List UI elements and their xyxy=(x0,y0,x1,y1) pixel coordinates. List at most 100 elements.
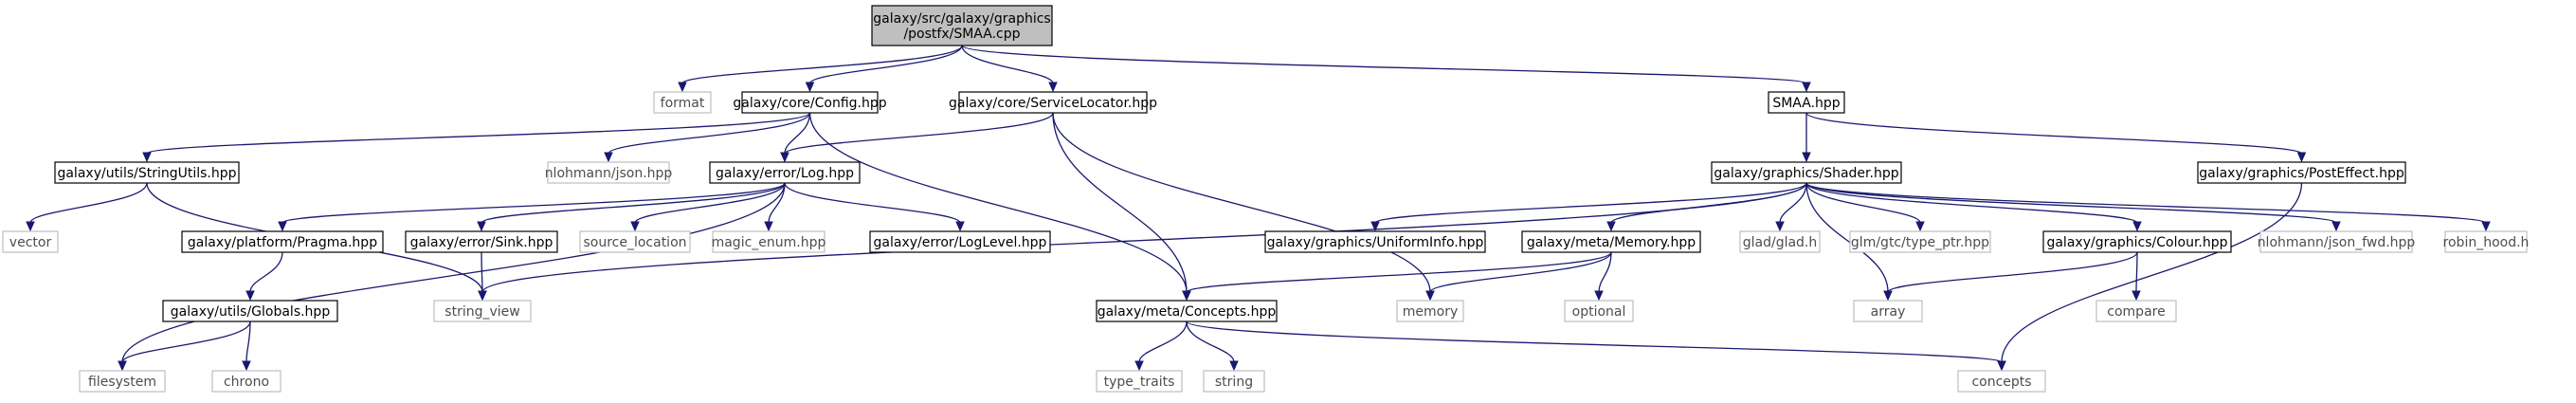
node-config[interactable]: galaxy/core/Config.hpp xyxy=(733,91,887,114)
edge-log-to-source_location xyxy=(630,182,786,232)
node-box xyxy=(1203,370,1265,393)
node-optional: optional xyxy=(1564,300,1634,322)
edge-memory_hpp-to-memory xyxy=(1425,251,1612,302)
node-log[interactable]: galaxy/error/Log.hpp xyxy=(709,161,861,184)
node-sink[interactable]: galaxy/error/Sink.hpp xyxy=(405,230,558,253)
edge-arrowhead xyxy=(2296,152,2307,163)
node-log-level[interactable]: galaxy/error/LogLevel.hpp xyxy=(869,230,1051,253)
node-label: galaxy/error/Log.hpp xyxy=(716,166,854,181)
edge-arrowhead xyxy=(478,290,487,302)
node-box xyxy=(79,370,166,393)
node-globals[interactable]: galaxy/utils/Globals.hpp xyxy=(162,300,338,322)
node-box xyxy=(2042,230,2232,253)
edge-arrowhead xyxy=(245,290,255,302)
edge-line xyxy=(768,182,786,224)
edge-colour-to-array xyxy=(1883,251,2138,302)
node-memory-hpp[interactable]: galaxy/meta/Memory.hpp xyxy=(1521,230,1701,253)
node-smaa-hpp[interactable]: SMAA.hpp xyxy=(1768,91,1845,114)
node-box xyxy=(433,300,532,322)
node-post-effect[interactable]: galaxy/graphics/PostEffect.hpp xyxy=(2197,161,2406,184)
edge-line xyxy=(808,112,1188,293)
edge-arrowhead xyxy=(1775,221,1785,232)
edge-arrowhead xyxy=(1134,360,1144,372)
edge-arrowhead xyxy=(1594,290,1604,302)
node-box xyxy=(2259,230,2413,253)
node-nlohmann-json: nlohmann/json.hpp xyxy=(545,161,672,184)
edge-arrowhead xyxy=(118,360,127,372)
edge-log-to-sink xyxy=(477,182,786,232)
edge-line xyxy=(1779,182,1807,224)
node-box xyxy=(547,161,670,184)
node-concepts-hpp[interactable]: galaxy/meta/Concepts.hpp xyxy=(1096,300,1278,322)
edge-line xyxy=(961,45,1807,84)
node-box xyxy=(1711,161,1902,184)
node-pragma[interactable]: galaxy/platform/Pragma.hpp xyxy=(181,230,384,253)
node-box xyxy=(1853,300,1923,322)
node-box xyxy=(181,230,384,253)
edge-line xyxy=(29,182,148,224)
node-box xyxy=(2444,230,2528,253)
edge-line xyxy=(1138,321,1188,363)
node-smaa-cpp[interactable]: galaxy/src/galaxy/graphics/postfx/SMAA.c… xyxy=(871,5,1053,46)
edge-memory_hpp-to-concepts_hpp xyxy=(1182,251,1612,302)
edge-arrowhead xyxy=(142,152,152,163)
node-service-locator[interactable]: galaxy/core/ServiceLocator.hpp xyxy=(949,91,1157,114)
node-label: galaxy/meta/Memory.hpp xyxy=(1527,235,1696,250)
edge-arrowhead xyxy=(630,221,640,232)
edge-line xyxy=(1429,251,1612,293)
node-robin-hood: robin_hood.h xyxy=(2443,230,2529,253)
edge-line xyxy=(121,321,251,363)
node-string-utils[interactable]: galaxy/utils/StringUtils.hpp xyxy=(54,161,240,184)
edge-line xyxy=(281,182,786,224)
edge-globals-to-filesystem xyxy=(118,321,251,372)
edge-line xyxy=(245,321,251,363)
node-uniform-info[interactable]: galaxy/graphics/UniformInfo.hpp xyxy=(1264,230,1486,253)
edge-line xyxy=(634,182,786,224)
edge-arrowhead xyxy=(678,82,687,93)
edge-smaa_cpp-to-format xyxy=(678,45,963,93)
edge-config-to-string_utils xyxy=(142,112,811,163)
node-string-view: string_view xyxy=(433,300,532,322)
node-json-fwd: nlohmann/json_fwd.hpp xyxy=(2258,230,2415,253)
node-box xyxy=(211,370,281,393)
edge-line xyxy=(681,45,963,84)
node-label: galaxy/core/Config.hpp xyxy=(733,96,886,111)
node-colour[interactable]: galaxy/graphics/Colour.hpp xyxy=(2042,230,2232,253)
node-box xyxy=(1396,300,1464,322)
edge-arrowhead xyxy=(780,152,789,163)
node-label: string_view xyxy=(444,304,519,320)
edge-line xyxy=(1052,112,1188,293)
node-label: type_traits xyxy=(1104,375,1175,390)
edge-globals-to-chrono xyxy=(242,321,251,372)
node-label: format xyxy=(661,96,705,111)
node-box xyxy=(1957,370,2046,393)
edge-line xyxy=(1805,182,1921,224)
edge-arrowhead xyxy=(604,152,613,163)
node-label: filesystem xyxy=(88,375,156,390)
edge-arrowhead xyxy=(1370,221,1380,232)
edge-arrowhead xyxy=(278,221,287,232)
node-box xyxy=(162,300,338,322)
node-box xyxy=(1739,230,1821,253)
edge-line xyxy=(1374,182,1807,224)
node-label: chrono xyxy=(224,375,269,390)
node-label: galaxy/graphics/PostEffect.hpp xyxy=(2199,166,2404,181)
edge-line xyxy=(1186,321,2003,363)
node-format: format xyxy=(653,91,712,114)
edge-shader-to-colour xyxy=(1805,182,2142,232)
node-string: string xyxy=(1203,370,1265,393)
node-label: galaxy/graphics/Shader.hpp xyxy=(1714,166,1898,181)
node-label: compare xyxy=(2107,304,2165,320)
node-shader[interactable]: galaxy/graphics/Shader.hpp xyxy=(1711,161,1902,184)
node-label: array xyxy=(1871,304,1906,320)
edge-arrowhead xyxy=(1915,221,1925,232)
edge-log-to-pragma xyxy=(278,182,786,232)
edge-concepts_hpp-to-string xyxy=(1186,321,1239,372)
node-label: galaxy/graphics/UniformInfo.hpp xyxy=(1267,235,1484,250)
edge-arrowhead xyxy=(26,221,35,232)
node-box xyxy=(405,230,558,253)
edge-line xyxy=(1598,251,1612,293)
node-label: glm/gtc/type_ptr.hpp xyxy=(1851,235,1989,250)
edge-pragma-to-globals xyxy=(245,251,283,302)
edge-smaa_cpp-to-smaa_hpp xyxy=(961,45,1811,93)
